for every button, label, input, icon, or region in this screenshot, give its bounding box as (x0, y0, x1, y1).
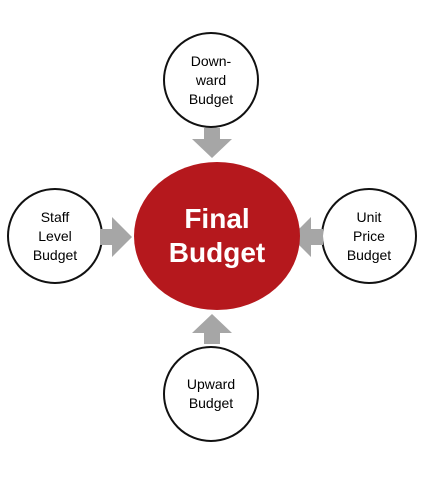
downward-budget-node: Down- ward Budget (163, 32, 259, 128)
arrow-up-icon (192, 314, 232, 344)
staff-level-budget-line-3: Budget (32, 246, 78, 263)
arrow-right-icon (100, 217, 132, 257)
staff-level-budget-node: Staff Level Budget (7, 188, 103, 284)
downward-budget-label: Down- ward Budget (189, 52, 233, 109)
upward-budget-label: Upward Budget (187, 375, 235, 413)
final-budget-line-1: Final (184, 203, 250, 234)
staff-level-budget-label: Staff Level Budget (33, 208, 77, 265)
upward-budget-line-2: Budget (188, 395, 234, 411)
unit-price-budget-line-1: Unit (356, 208, 382, 225)
upward-budget-line-1: Upward (186, 376, 236, 392)
downward-budget-line-2: ward (195, 71, 227, 88)
unit-price-budget-node: Unit Price Budget (321, 188, 417, 284)
final-budget-label: Final Budget (169, 202, 265, 270)
final-budget-line-2: Budget (168, 237, 266, 268)
downward-budget-line-3: Budget (188, 90, 234, 107)
final-budget-node: Final Budget (134, 162, 300, 310)
unit-price-budget-line-2: Price (353, 227, 385, 244)
unit-price-budget-line-3: Budget (346, 246, 392, 263)
downward-budget-line-1: Down- (190, 52, 232, 69)
upward-budget-node: Upward Budget (163, 346, 259, 442)
arrow-left-icon (291, 217, 323, 257)
staff-level-budget-line-2: Level (38, 227, 72, 244)
unit-price-budget-label: Unit Price Budget (347, 208, 391, 265)
staff-level-budget-line-1: Staff (40, 208, 70, 225)
arrow-down-icon (192, 128, 232, 158)
